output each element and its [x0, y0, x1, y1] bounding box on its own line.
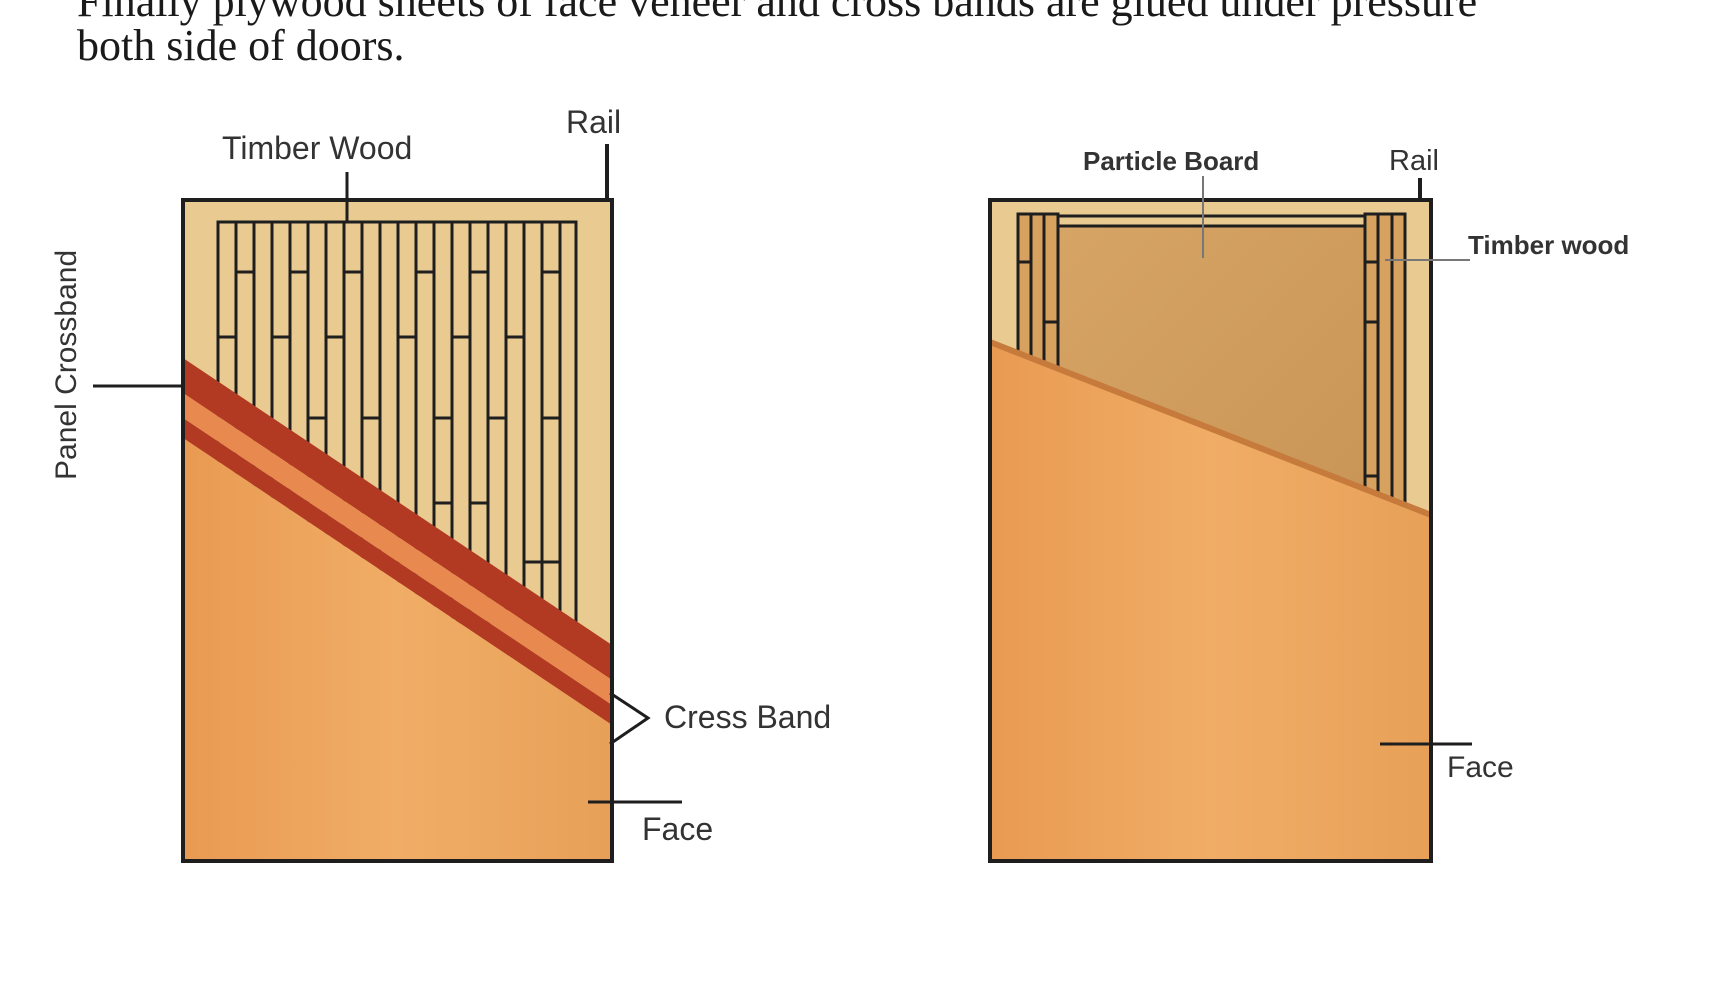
- right-stile-timber: [1363, 212, 1407, 516]
- cross-band-bracket: [609, 691, 651, 746]
- paragraph-line-2: both side of doors.: [77, 21, 405, 70]
- veneer-edge: [988, 339, 1433, 518]
- left-face-veneer: [183, 438, 612, 861]
- label-cross-band: Cress Band: [664, 699, 831, 735]
- cross-band-dark-lower: [183, 418, 612, 725]
- right-door: Particle Board Rail Timber wood Face: [988, 145, 1629, 863]
- left-door: Timber Wood Rail Panel Crossband Cress B…: [50, 104, 831, 863]
- label-right-rail: Rail: [1389, 145, 1439, 177]
- label-left-rail: Rail: [566, 104, 621, 140]
- label-particle-board: Particle Board: [1083, 146, 1259, 176]
- left-door-outline: [181, 198, 614, 863]
- right-door-outline: [988, 198, 1433, 863]
- label-panel-crossband: Panel Crossband: [50, 250, 83, 480]
- left-stile-timber: [1016, 212, 1060, 376]
- label-right-face: Face: [1447, 751, 1514, 784]
- label-left-face: Face: [642, 811, 713, 847]
- cross-band-light: [183, 393, 612, 705]
- label-right-timber-wood: Timber wood: [1468, 230, 1629, 260]
- paragraph-line-1: Finally plywood sheets of face veneer an…: [77, 0, 1478, 26]
- cross-band-dark-upper: [183, 358, 612, 680]
- label-timber-wood: Timber Wood: [222, 130, 412, 166]
